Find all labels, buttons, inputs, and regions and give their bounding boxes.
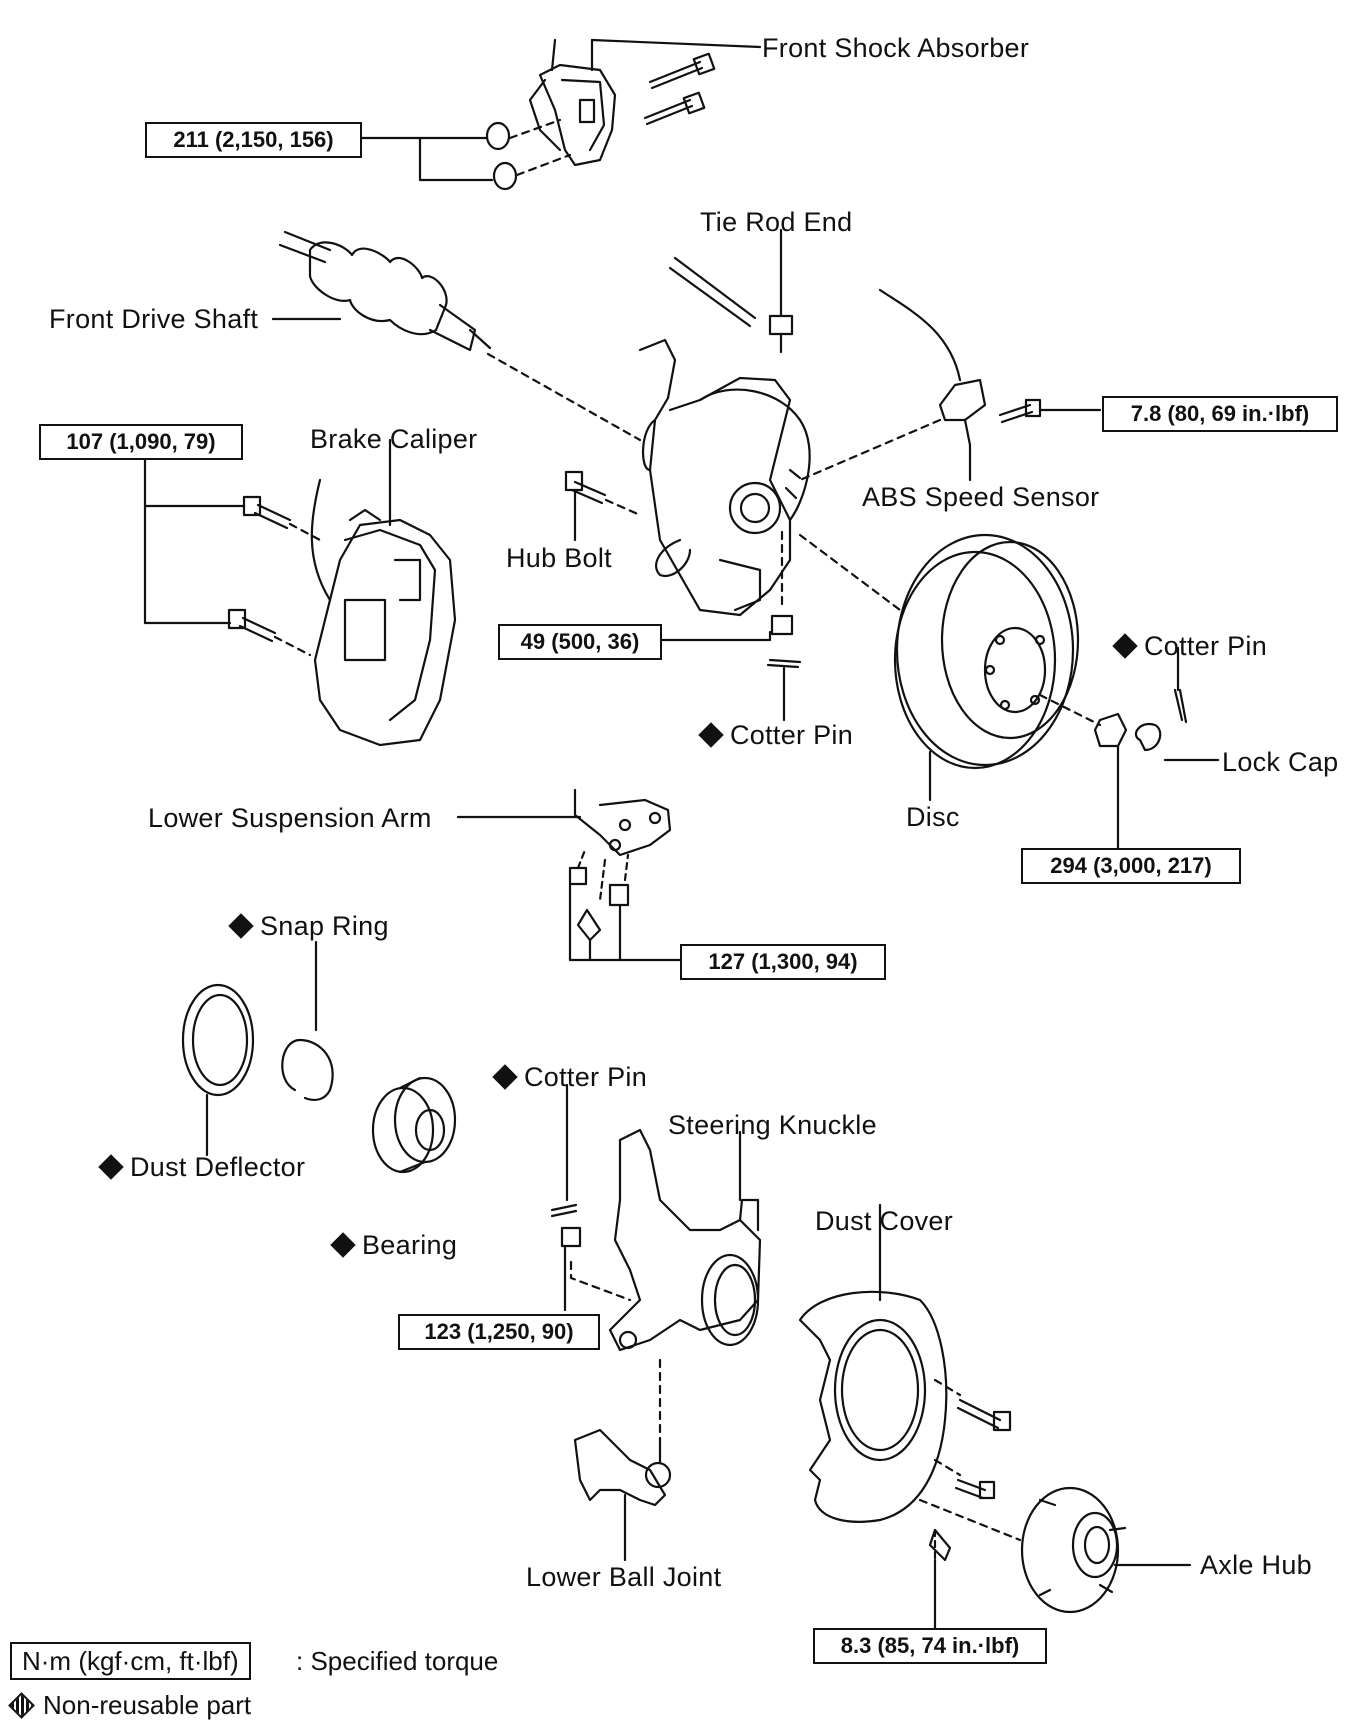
label-dust-cover: Dust Cover	[815, 1206, 954, 1236]
label-brake-caliper: Brake Caliper	[310, 424, 478, 454]
dust-cover-drawing	[798, 1290, 948, 1523]
label-disc: Disc	[906, 802, 960, 832]
label-front-drive-shaft: Front Drive Shaft	[49, 304, 259, 334]
torque-box-hub-nut: 294 (3,000, 217)	[1021, 848, 1241, 884]
nonreusable-diamond-icon	[492, 1064, 518, 1091]
legend-unit-box: N·m (kgf·cm, ft·lbf)	[10, 1642, 251, 1680]
lower-suspension-arm-drawing	[573, 788, 672, 857]
label-hub-bolt: Hub Bolt	[506, 543, 612, 573]
axle-hub-drawing	[1020, 1486, 1127, 1614]
legend-nonreusable: Non-reusable part	[6, 1690, 251, 1721]
label-lock-cap: Lock Cap	[1222, 747, 1339, 777]
legend-unit-description: : Specified torque	[296, 1646, 499, 1676]
label-axle-hub: Axle Hub	[1200, 1550, 1312, 1580]
label-lower-suspension-arm: Lower Suspension Arm	[148, 803, 432, 833]
label-abs-speed-sensor: ABS Speed Sensor	[862, 482, 1100, 512]
label-bearing: Bearing	[330, 1230, 457, 1260]
disc-drawing	[893, 533, 1080, 770]
knuckle-assembly-drawing	[638, 338, 811, 617]
drive-shaft-drawing	[278, 230, 492, 352]
label-cotter-pin-right: Cotter Pin	[1112, 631, 1267, 661]
brake-caliper-drawing	[310, 478, 457, 747]
torque-box-tie-rod-nut: 49 (500, 36)	[498, 624, 662, 660]
label-snap-ring: Snap Ring	[228, 911, 389, 941]
label-dust-deflector: Dust Deflector	[98, 1152, 305, 1182]
nonreusable-diamond-icon	[330, 1232, 356, 1259]
torque-box-lower-arm: 127 (1,300, 94)	[680, 944, 886, 980]
label-steering-knuckle: Steering Knuckle	[668, 1110, 877, 1140]
shock-absorber-drawing	[485, 38, 716, 191]
label-tie-rod-end: Tie Rod End	[700, 207, 853, 237]
label-front-shock-absorber: Front Shock Absorber	[762, 33, 1030, 63]
torque-box-ball-joint-nut: 123 (1,250, 90)	[398, 1314, 600, 1350]
nonreusable-diamond-icon	[1112, 633, 1138, 660]
bearing-drawing	[371, 1076, 457, 1174]
lower-ball-joint-drawing	[573, 1428, 672, 1507]
nonreusable-diamond-icon	[8, 1692, 35, 1720]
steering-knuckle-drawing	[608, 1128, 762, 1352]
torque-box-caliper: 107 (1,090, 79)	[39, 424, 243, 460]
nonreusable-diamond-icon	[698, 722, 724, 749]
torque-box-abs-sensor: 7.8 (80, 69 in.·lbf)	[1102, 396, 1338, 432]
label-lower-ball-joint: Lower Ball Joint	[526, 1562, 722, 1592]
torque-box-dust-cover: 8.3 (85, 74 in.·lbf)	[813, 1628, 1047, 1664]
label-cotter-pin-mid: Cotter Pin	[698, 720, 853, 750]
nonreusable-diamond-icon	[98, 1154, 124, 1181]
torque-box-shock-bolts: 211 (2,150, 156)	[145, 122, 362, 158]
label-cotter-pin-lower: Cotter Pin	[492, 1062, 647, 1092]
nonreusable-diamond-icon	[228, 913, 254, 940]
